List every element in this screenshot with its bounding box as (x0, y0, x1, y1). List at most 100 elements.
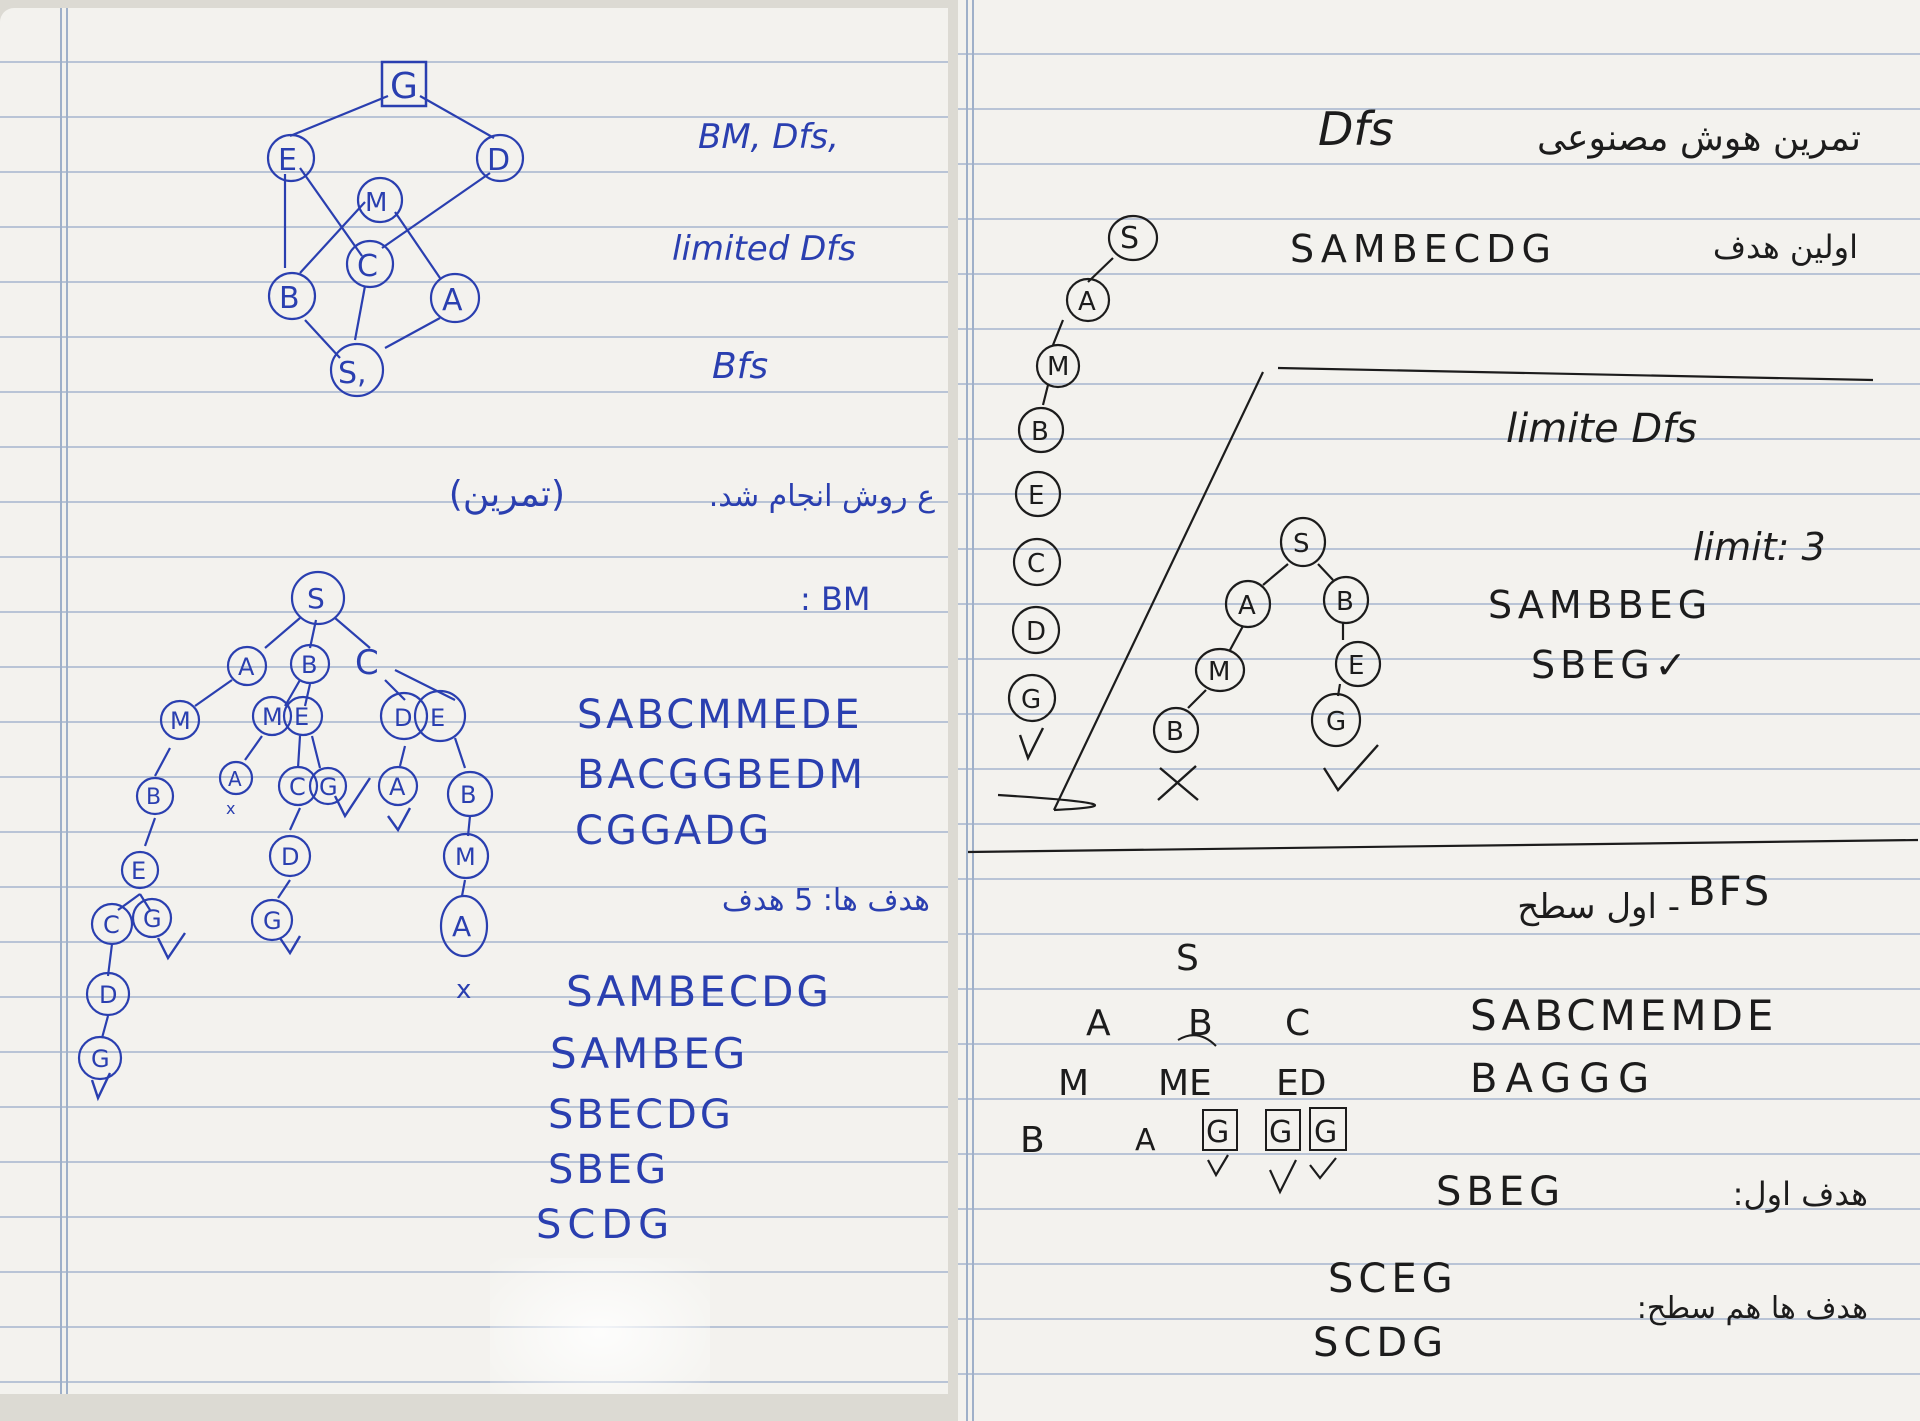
bfs-title-persian: - اول سطح (1517, 887, 1680, 927)
goal-count-note: هدف ها: 5 هدف (722, 883, 930, 918)
check-mark (1322, 744, 1379, 792)
bm-node: B (460, 781, 476, 809)
graph-node-M: M (365, 188, 387, 218)
bm-node: G (143, 905, 162, 933)
limited-node: A (1238, 591, 1256, 621)
margin-line (972, 0, 974, 1421)
bm-search-tree: S A B C M M E D E B A (77, 570, 494, 1102)
solution-path: SCDG (536, 1202, 675, 1248)
limited-node: E (1348, 651, 1364, 681)
methods-line-2: limited Dfs (672, 229, 856, 269)
bm-node: A (228, 767, 242, 791)
bfs-level-node: B (1020, 1120, 1045, 1161)
bm-node: M (455, 843, 476, 871)
level-goal-path: SCDG (1313, 1320, 1448, 1366)
first-goal-path: SBEG (1436, 1169, 1565, 1215)
check-mark (1018, 727, 1045, 762)
bm-node: D (394, 704, 412, 732)
left-page-drawing: G E D M B C A S, BM, Dfs, limited Dfs Bf… (77, 60, 935, 1248)
methods-line-1: BM, Dfs, (698, 117, 839, 157)
level-goal-path: SCEG (1328, 1256, 1458, 1302)
graph-node-B: B (279, 281, 300, 316)
dfs-title: Dfs (1318, 102, 1394, 156)
bm-label: : BM (800, 580, 871, 618)
graph-node-S: S, (338, 356, 367, 391)
dfs-node: M (1047, 352, 1069, 382)
limited-path: SAMBBEG (1488, 583, 1712, 627)
dead-end-mark: x (226, 799, 235, 818)
dead-end-mark (1157, 765, 1199, 801)
notebook-page-left: G E D M B C A S, BM, Dfs, limited Dfs Bf… (0, 8, 948, 1394)
bm-node: G (263, 907, 282, 935)
bm-node: B (146, 785, 161, 810)
limited-dfs-frame (967, 366, 1919, 854)
bm-node: D (99, 981, 117, 1009)
page-title-persian: تمرین هوش مصنوعی (1537, 118, 1861, 159)
bm-node: E (294, 703, 309, 731)
graph-node-E: E (278, 143, 297, 178)
bm-sequence-line: CGGADG (575, 808, 772, 854)
graph-node-G: G (390, 66, 418, 107)
right-page-drawing: Dfs تمرین هوش مصنوعی اولین هدف SAMBECDG … (967, 102, 1919, 1366)
bfs-level-node: ED (1276, 1063, 1326, 1104)
bfs-goal-node: G (1206, 1115, 1229, 1150)
limited-path: SBEG✓ (1531, 643, 1692, 687)
light-glare (490, 1258, 710, 1394)
bm-node: A (389, 773, 406, 801)
bfs-goal-node: G (1269, 1115, 1292, 1150)
dfs-node: E (1028, 481, 1044, 511)
limited-node: B (1166, 717, 1184, 747)
limited-node: S (1293, 529, 1310, 559)
margin-line (60, 8, 62, 1394)
dfs-sequence: SAMBECDG (1290, 227, 1557, 271)
bm-node: C (355, 643, 379, 683)
graph-node-C: C (357, 249, 378, 284)
bm-sequence-line: BACGGBEDM (577, 752, 866, 798)
bfs-level-node: A (1135, 1123, 1156, 1158)
first-goal-label: اولین هدف (1713, 228, 1858, 266)
persian-note: ع روش انجام شد. (709, 479, 935, 514)
dfs-node: S (1120, 221, 1139, 256)
graph-node-D: D (487, 143, 510, 178)
bfs-title: BFS (1688, 869, 1772, 915)
dead-end-mark: x (456, 975, 471, 1005)
first-goal-note: هدف اول: (1733, 1175, 1868, 1213)
persian-parenthetical: (تمرین) (449, 474, 565, 515)
bfs-level-node: ME (1158, 1063, 1212, 1104)
bm-node: M (170, 707, 191, 735)
limited-node: M (1208, 657, 1230, 687)
graph-diagram: G E D M B C A S, (266, 60, 525, 398)
dfs-node: B (1031, 417, 1049, 447)
bm-sequence-line: SABCMMEDE (577, 692, 863, 738)
bm-node: G (319, 773, 338, 801)
limited-dfs-tree: S A M B B E G (1152, 516, 1382, 801)
graph-node-A: A (442, 283, 463, 318)
bm-node: A (238, 653, 255, 681)
bfs-levels: S A B C M ME ED B A G G G (1020, 938, 1347, 1195)
bm-node: C (289, 773, 306, 801)
bm-node: M (262, 703, 283, 731)
bm-node: E (430, 704, 445, 732)
methods-line-3: Bfs (712, 346, 768, 387)
bm-node: G (91, 1045, 110, 1073)
limited-node: G (1326, 707, 1346, 737)
limited-dfs-title: limite Dfs (1506, 406, 1697, 452)
bfs-level-node: S (1176, 938, 1199, 979)
solution-path: SBECDG (548, 1092, 734, 1138)
goal-node-box (380, 60, 428, 108)
level-goals-note: هدف ها هم سطح: (1637, 1291, 1868, 1326)
bfs-sequence-line: BAGGG (1470, 1056, 1657, 1102)
margin-line (66, 8, 68, 1394)
limit-label: limit: 3 (1693, 525, 1826, 569)
dfs-node: D (1026, 617, 1046, 647)
bm-node: D (281, 843, 299, 871)
bm-node: C (103, 911, 120, 939)
bfs-level-node: M (1058, 1063, 1089, 1104)
bm-node: E (131, 857, 146, 885)
bm-node: S (307, 582, 325, 615)
bm-node: B (301, 651, 317, 679)
notebook-page-right: Dfs تمرین هوش مصنوعی اولین هدف SAMBECDG … (958, 0, 1920, 1421)
bm-node: A (452, 910, 471, 943)
dfs-chain: S A M B E C D G (1007, 214, 1159, 762)
bfs-sequence-line: SABCMEMDE (1470, 991, 1777, 1040)
